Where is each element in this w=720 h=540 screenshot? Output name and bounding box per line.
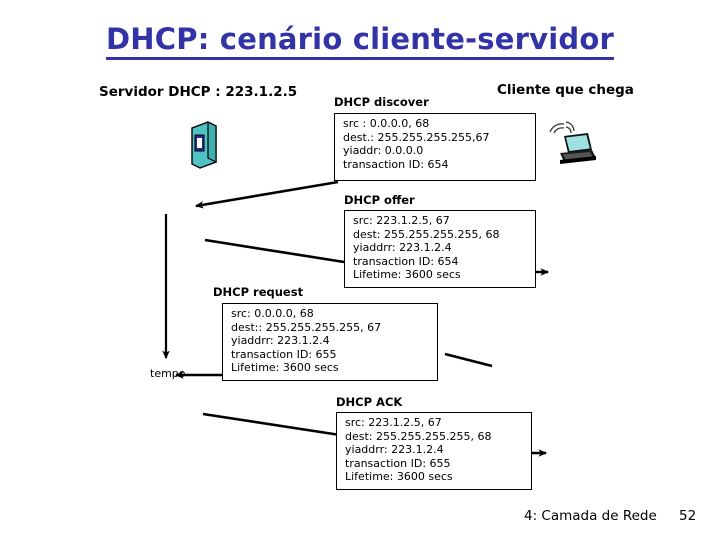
dhcp-ack-line: yiaddrr: 223.1.2.4: [345, 443, 444, 457]
dhcp-ack-line: transaction ID: 655: [345, 456, 451, 470]
dhcp-offer-line: Lifetime: 3600 secs: [353, 268, 461, 282]
dhcp-request-line: transaction ID: 655: [231, 347, 337, 361]
dhcp-ack-title: DHCP ACK: [336, 395, 403, 409]
slide-title-text: DHCP: cenário cliente-servidor: [106, 22, 614, 60]
dhcp-request-line: src: 0.0.0.0, 68: [231, 307, 314, 320]
dhcp-request-line: Lifetime: 3600 secs: [231, 361, 339, 375]
dhcp-discover-line: yiaddr: 0.0.0.0: [343, 144, 424, 158]
dhcp-offer-line: transaction ID: 654: [353, 254, 459, 268]
client-label: Cliente que chega: [497, 82, 634, 98]
dhcp-discover-line: src : 0.0.0.0, 68: [343, 117, 430, 130]
dhcp-request-title: DHCP request: [213, 285, 304, 299]
dhcp-request-line: dest:: 255.255.255.255, 67: [231, 320, 382, 334]
dhcp-ack-line: src: 223.1.2.5, 67: [345, 416, 442, 429]
dhcp-ack-box: src: 223.1.2.5, 67 dest: 255.255.255.255…: [336, 412, 532, 490]
dhcp-offer-line: yiaddrr: 223.1.2.4: [353, 241, 452, 255]
arrow-dhcp-discover: [194, 180, 339, 209]
laptop-wireless-icon: [540, 116, 600, 172]
dhcp-discover-box: src : 0.0.0.0, 68 dest.: 255.255.255.255…: [334, 113, 536, 181]
dhcp-offer-box: src: 223.1.2.5, 67 dest: 255.255.255.255…: [344, 210, 536, 288]
footer-page-number: 52: [679, 508, 697, 524]
dhcp-discover-title: DHCP discover: [334, 95, 429, 109]
dhcp-ack-line: Lifetime: 3600 secs: [345, 470, 453, 484]
time-axis-label: tempo: [150, 367, 186, 380]
dhcp-ack-line: dest: 255.255.255.255, 68: [345, 429, 492, 443]
dhcp-request-box: src: 0.0.0.0, 68 dest:: 255.255.255.255,…: [222, 303, 438, 381]
dhcp-discover-line: dest.: 255.255.255.255,67: [343, 130, 490, 144]
dhcp-offer-title: DHCP offer: [344, 193, 415, 207]
dhcp-request-line: yiaddrr: 223.1.2.4: [231, 334, 330, 348]
slide-title: DHCP: cenário cliente-servidor: [0, 22, 720, 60]
dhcp-discover-line: transaction ID: 654: [343, 157, 449, 171]
server-label: Servidor DHCP : 223.1.2.5: [99, 84, 298, 100]
footer-chapter: 4: Camada de Rede: [524, 508, 657, 524]
server-tower-icon: [186, 120, 220, 172]
dhcp-offer-line: dest: 255.255.255.255, 68: [353, 227, 500, 241]
dhcp-offer-line: src: 223.1.2.5, 67: [353, 214, 450, 227]
